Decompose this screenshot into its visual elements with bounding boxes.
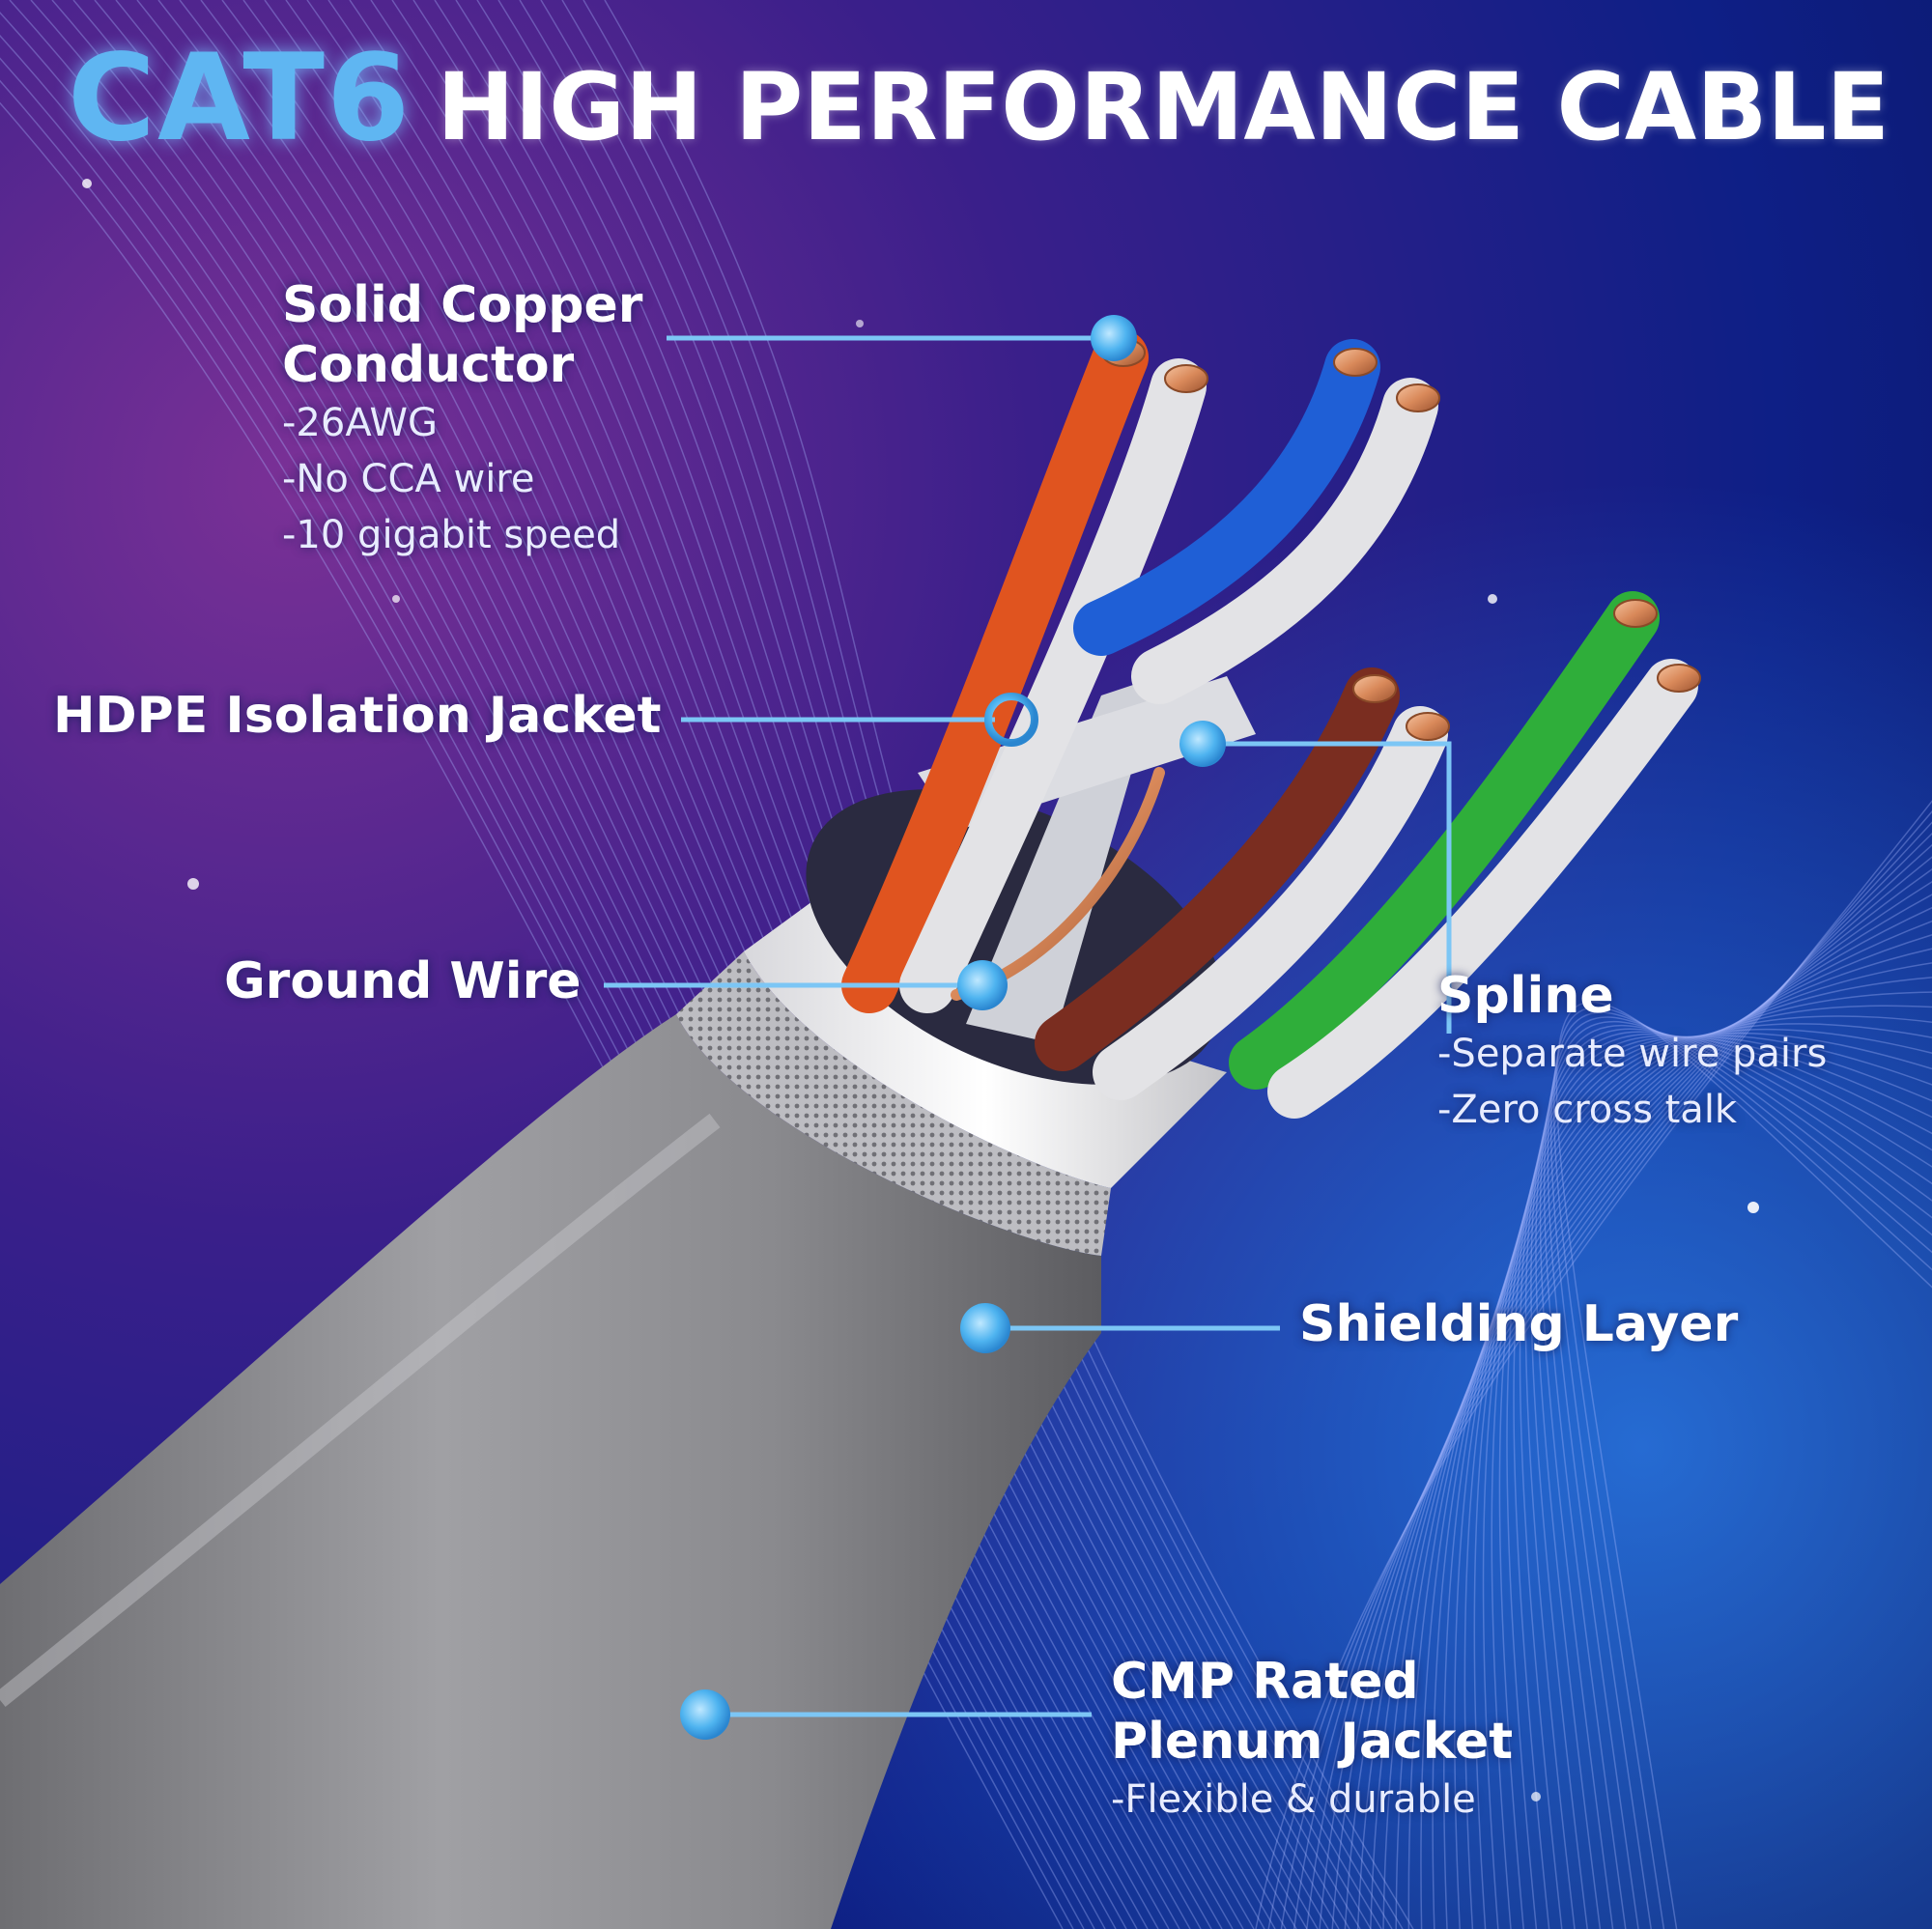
conductor-detail-2: -No CCA wire <box>282 457 535 501</box>
callout-ground: Ground Wire <box>224 951 582 1011</box>
plenum-jacket-highlight <box>0 1113 721 1708</box>
shielding-mesh-shape <box>676 951 1111 1256</box>
callout-shielding: Shielding Layer <box>1299 1294 1738 1354</box>
shielding-heading: Shielding Layer <box>1299 1295 1739 1353</box>
callout-spline: Spline -Separate wire pairs -Zero cross … <box>1437 966 1827 1138</box>
spline-detail-2: -Zero cross talk <box>1437 1088 1738 1132</box>
conductor-dot <box>1091 315 1137 361</box>
conductor-heading-line1: Solid Copper <box>282 276 643 334</box>
conductor-detail-3: -10 gigabit speed <box>282 513 621 557</box>
callout-dots <box>680 315 1226 1740</box>
ground-dot <box>957 960 1008 1010</box>
plenum-heading-line1: CMP Rated <box>1111 1653 1419 1711</box>
isolation-heading: HDPE Isolation Jacket <box>53 687 662 745</box>
plenum-dot <box>680 1689 730 1740</box>
plenum-detail-1: -Flexible & durable <box>1111 1777 1476 1822</box>
isolation-dot <box>984 693 1038 747</box>
spline-heading: Spline <box>1437 967 1614 1025</box>
conductor-detail-1: -26AWG <box>282 401 439 445</box>
plenum-heading-line2: Plenum Jacket <box>1111 1713 1514 1771</box>
callout-plenum: CMP Rated Plenum Jacket -Flexible & dura… <box>1111 1652 1513 1828</box>
title-rest: HIGH PERFORMANCE CABLE <box>437 53 1890 161</box>
callout-isolation: HDPE Isolation Jacket <box>53 686 661 746</box>
twisted-pairs <box>841 329 1698 1119</box>
callout-leader-lines <box>604 335 1452 1717</box>
shielding-dot <box>960 1303 1010 1353</box>
callout-conductor: Solid Copper Conductor -26AWG -No CCA wi… <box>282 275 642 563</box>
spline-detail-1: -Separate wire pairs <box>1437 1032 1828 1076</box>
plenum-jacket-shape <box>0 1014 1101 1929</box>
background-sparkles <box>82 179 1759 1801</box>
spline-dot <box>1179 721 1226 767</box>
title-highlight: CAT6 <box>68 29 412 168</box>
conductor-heading-line2: Conductor <box>282 336 575 394</box>
ground-heading: Ground Wire <box>224 952 582 1010</box>
